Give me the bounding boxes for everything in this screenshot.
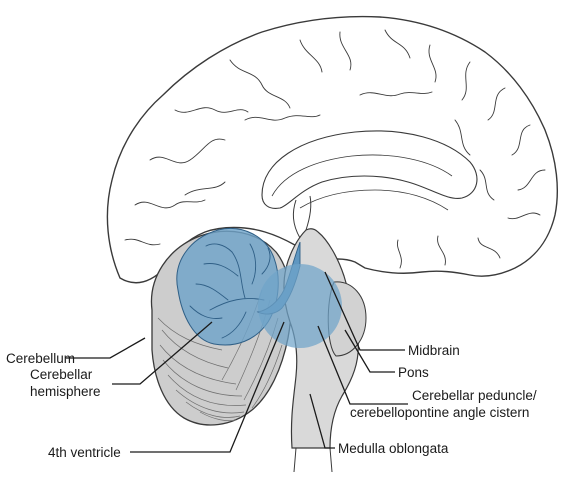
label-medulla-oblongata: Medulla oblongata — [338, 440, 448, 457]
label-pons: Pons — [398, 364, 429, 381]
leader-cerebellum — [66, 338, 145, 358]
label-cerebellar-hemisphere-line2: hemisphere — [30, 383, 101, 400]
cpa-cistern-highlight — [258, 264, 342, 348]
label-cerebellar-hemisphere-line1: Cerebellar — [30, 366, 92, 383]
label-peduncle-line2: cerebellopontine angle cistern — [350, 404, 529, 421]
label-peduncle-line1: Cerebellar peduncle/ — [412, 387, 537, 404]
label-fourth-ventricle: 4th ventricle — [48, 444, 121, 461]
spinal-cord — [294, 448, 332, 472]
label-midbrain: Midbrain — [408, 342, 460, 359]
label-cerebellum: Cerebellum — [6, 350, 75, 367]
